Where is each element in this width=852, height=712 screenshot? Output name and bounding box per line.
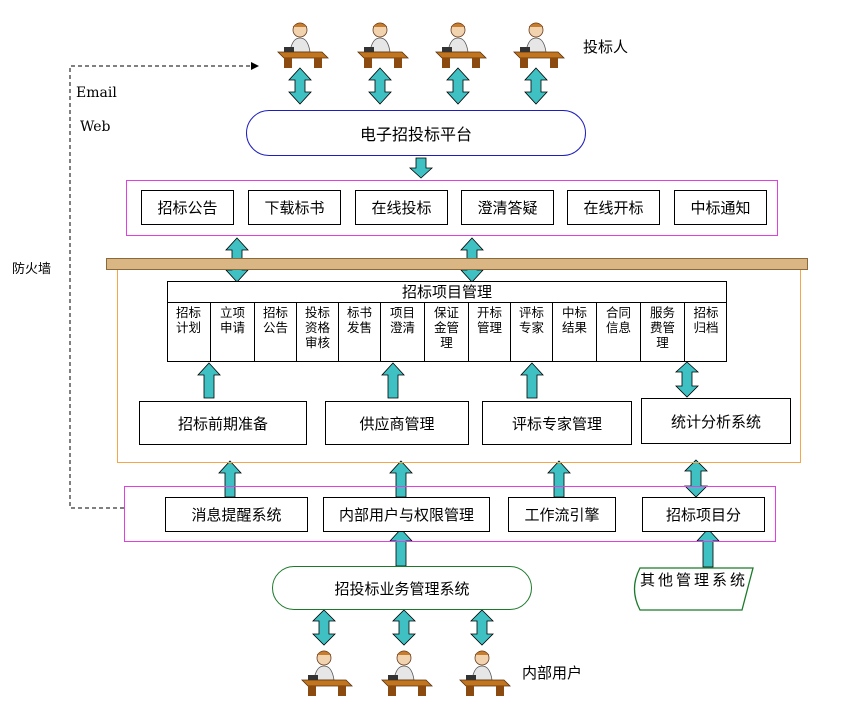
system-workflow-engine[interactable]: 工作流引擎: [508, 497, 616, 532]
base-systems-group: [124, 486, 776, 542]
cell-award-result[interactable]: 中标 结果: [553, 303, 597, 361]
system-message-reminder[interactable]: 消息提醒系统: [165, 497, 308, 532]
bidder-person-icon: [435, 22, 487, 69]
project-management-title: 招标项目管理: [167, 281, 727, 303]
bidder-person-icon: [513, 22, 565, 69]
double-arrow-icon: [368, 67, 392, 105]
email-label: Email: [76, 85, 117, 101]
internal-users-group: [301, 650, 511, 697]
double-arrow-icon: [524, 67, 548, 105]
cell-opening-management[interactable]: 开标 管理: [469, 303, 511, 361]
platform-label: 电子招投标平台: [359, 125, 472, 144]
business-system-label: 招投标业务管理系统: [334, 579, 470, 598]
e-bidding-platform[interactable]: 电子招投标平台: [246, 110, 586, 156]
bidders-group: [277, 22, 565, 69]
cell-contract-info[interactable]: 合同 信息: [597, 303, 641, 361]
bidder-person-icon: [357, 22, 409, 69]
function-online-opening[interactable]: 在线开标: [567, 190, 660, 225]
function-clarification[interactable]: 澄清答疑: [461, 190, 554, 225]
double-arrow-icon: [470, 609, 494, 646]
email-web-dashed-line: [69, 62, 259, 509]
cell-tender-sale[interactable]: 标书 发售: [339, 303, 381, 361]
firewall-bar: [106, 258, 808, 270]
module-preparation[interactable]: 招标前期准备: [139, 401, 307, 445]
online-functions-group: [126, 180, 778, 236]
web-label: Web: [80, 119, 111, 135]
double-arrow-icon: [446, 67, 470, 105]
bidders-label: 投标人: [583, 38, 629, 56]
cell-project-clarification[interactable]: 项目 澄清: [381, 303, 425, 361]
double-arrow-icon: [312, 609, 336, 646]
cell-project-application[interactable]: 立项 申请: [211, 303, 255, 361]
internal-user-person-icon: [459, 650, 511, 697]
function-award-notice[interactable]: 中标通知: [674, 190, 767, 225]
internal-user-person-icon: [381, 650, 433, 697]
other-system-shape: [633, 567, 754, 611]
module-statistics[interactable]: 统计分析系统: [641, 398, 791, 444]
up-arrow-icon: [520, 362, 544, 399]
bidder-person-icon: [277, 22, 329, 69]
module-supplier-management[interactable]: 供应商管理: [325, 401, 469, 445]
cell-bid-archive[interactable]: 招标 归档: [693, 305, 719, 335]
firewall-label: 防火墙: [12, 262, 52, 277]
double-arrow-icon: [288, 67, 312, 105]
module-expert-management[interactable]: 评标专家管理: [482, 401, 632, 445]
cell-service-fee-management[interactable]: 服务 费管 理: [641, 303, 685, 361]
system-bid-project[interactable]: 招标项目分: [642, 497, 765, 532]
other-management-system[interactable]: 其他管理系统: [640, 572, 748, 589]
internal-users-label: 内部用户: [522, 664, 583, 682]
double-arrow-icon: [674, 361, 700, 398]
internal-user-person-icon: [301, 650, 353, 697]
up-arrow-icon: [197, 362, 221, 399]
up-arrow-icon: [381, 362, 405, 399]
cell-evaluation-experts[interactable]: 评标 专家: [511, 303, 553, 361]
double-arrow-icon: [392, 609, 416, 646]
down-arrow-icon: [408, 157, 434, 179]
function-bid-announcement[interactable]: 招标公告: [141, 190, 234, 225]
cell-qualification-review[interactable]: 投标 资格 审核: [297, 303, 339, 361]
system-user-permission[interactable]: 内部用户与权限管理: [323, 497, 490, 532]
function-download-tender[interactable]: 下载标书: [248, 190, 341, 225]
function-online-bidding[interactable]: 在线投标: [355, 190, 448, 225]
cell-bid-plan[interactable]: 招标 计划: [167, 303, 211, 361]
cell-deposit-management[interactable]: 保证 金管 理: [425, 303, 469, 361]
project-management-table: [167, 281, 727, 362]
cell-bid-announcement[interactable]: 招标 公告: [255, 303, 297, 361]
business-management-system[interactable]: 招投标业务管理系统: [272, 566, 532, 610]
